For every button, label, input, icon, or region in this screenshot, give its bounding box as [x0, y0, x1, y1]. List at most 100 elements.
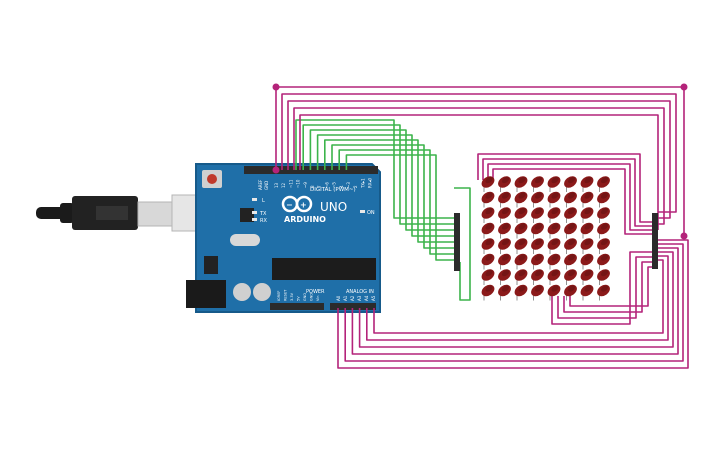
magenta-wire[interactable] — [563, 261, 656, 313]
analog-pin-header[interactable] — [330, 303, 376, 310]
led[interactable] — [562, 236, 579, 254]
led[interactable] — [595, 205, 612, 223]
led[interactable] — [578, 174, 595, 192]
led[interactable] — [496, 189, 513, 208]
led[interactable] — [479, 267, 496, 285]
reset-button-icon[interactable] — [202, 170, 222, 188]
led[interactable] — [545, 174, 562, 192]
led[interactable] — [479, 251, 496, 270]
led[interactable] — [545, 282, 562, 301]
led[interactable] — [578, 236, 595, 254]
magenta-wire[interactable] — [293, 107, 665, 225]
led[interactable] — [529, 189, 546, 208]
led[interactable] — [595, 267, 612, 285]
magenta-wire[interactable] — [351, 247, 679, 355]
led[interactable] — [529, 236, 546, 254]
led[interactable] — [529, 205, 546, 223]
led[interactable] — [479, 189, 496, 208]
led[interactable] — [479, 282, 496, 301]
led[interactable] — [562, 189, 579, 208]
power-header-label: POWER — [306, 289, 325, 295]
led[interactable] — [562, 267, 579, 285]
led[interactable] — [496, 174, 513, 192]
magenta-wire[interactable] — [344, 243, 684, 362]
led[interactable] — [595, 236, 612, 254]
green-wire[interactable] — [338, 149, 456, 255]
led[interactable] — [578, 205, 595, 223]
magenta-wire[interactable] — [287, 100, 671, 219]
led[interactable] — [479, 220, 496, 239]
green-wire[interactable] — [295, 119, 456, 219]
led[interactable] — [578, 267, 595, 285]
led[interactable] — [512, 220, 529, 239]
green-wire[interactable] — [309, 129, 456, 231]
on-led — [360, 210, 365, 213]
magenta-wire[interactable] — [557, 256, 656, 319]
led[interactable] — [562, 220, 579, 239]
led[interactable] — [562, 174, 579, 192]
led[interactable] — [545, 267, 562, 285]
led[interactable] — [496, 220, 513, 239]
magenta-wire[interactable] — [366, 255, 669, 341]
magenta-wire[interactable] — [358, 251, 674, 348]
led[interactable] — [578, 220, 595, 239]
green-wire[interactable] — [345, 154, 456, 261]
led[interactable] — [529, 251, 546, 270]
matrix-right-pin-header[interactable] — [652, 213, 658, 269]
led[interactable] — [529, 220, 546, 239]
led[interactable] — [545, 205, 562, 223]
led[interactable] — [545, 189, 562, 208]
led[interactable] — [479, 174, 496, 192]
led[interactable] — [529, 282, 546, 301]
led[interactable] — [562, 251, 579, 270]
led[interactable] — [496, 205, 513, 223]
led[interactable] — [496, 236, 513, 254]
magenta-wire[interactable] — [477, 153, 656, 223]
magenta-wire[interactable] — [487, 163, 656, 231]
matrix-left-pin-header[interactable] — [454, 213, 460, 271]
led[interactable] — [479, 205, 496, 223]
led[interactable] — [578, 251, 595, 270]
led[interactable] — [529, 174, 546, 192]
svg-text:−: − — [286, 201, 293, 210]
magenta-wire[interactable] — [299, 114, 659, 230]
power-pin-header[interactable] — [270, 303, 324, 310]
led[interactable] — [512, 189, 529, 208]
magenta-wire[interactable] — [569, 266, 656, 307]
led[interactable] — [595, 189, 612, 208]
capacitor-icon — [253, 283, 271, 301]
led[interactable] — [545, 251, 562, 270]
led[interactable] — [496, 267, 513, 285]
led[interactable] — [529, 267, 546, 285]
magenta-wire[interactable] — [492, 168, 656, 235]
led[interactable] — [562, 205, 579, 223]
led[interactable] — [595, 282, 612, 301]
led[interactable] — [479, 236, 496, 254]
led[interactable] — [512, 205, 529, 223]
led[interactable] — [496, 251, 513, 270]
magenta-wire[interactable] — [373, 259, 664, 334]
led[interactable] — [512, 251, 529, 270]
analog-pin-label: A1 — [343, 295, 348, 301]
magenta-wire[interactable] — [482, 158, 656, 227]
led[interactable] — [512, 282, 529, 301]
led[interactable] — [578, 189, 595, 208]
magenta-wire[interactable] — [275, 86, 685, 238]
green-wire[interactable] — [331, 144, 456, 249]
led[interactable] — [512, 236, 529, 254]
led[interactable] — [578, 282, 595, 301]
led[interactable] — [496, 282, 513, 301]
led[interactable] — [512, 267, 529, 285]
led[interactable] — [562, 282, 579, 301]
led[interactable] — [595, 220, 612, 239]
led[interactable] — [545, 220, 562, 239]
green-wire[interactable] — [454, 187, 471, 301]
magenta-wire[interactable] — [551, 251, 656, 325]
magenta-wire[interactable] — [337, 239, 689, 369]
green-wire[interactable] — [316, 134, 456, 237]
led[interactable] — [545, 236, 562, 254]
led[interactable] — [595, 251, 612, 270]
led[interactable] — [512, 174, 529, 192]
digital-pin-label: ~3 — [346, 182, 351, 188]
led[interactable] — [595, 174, 612, 192]
